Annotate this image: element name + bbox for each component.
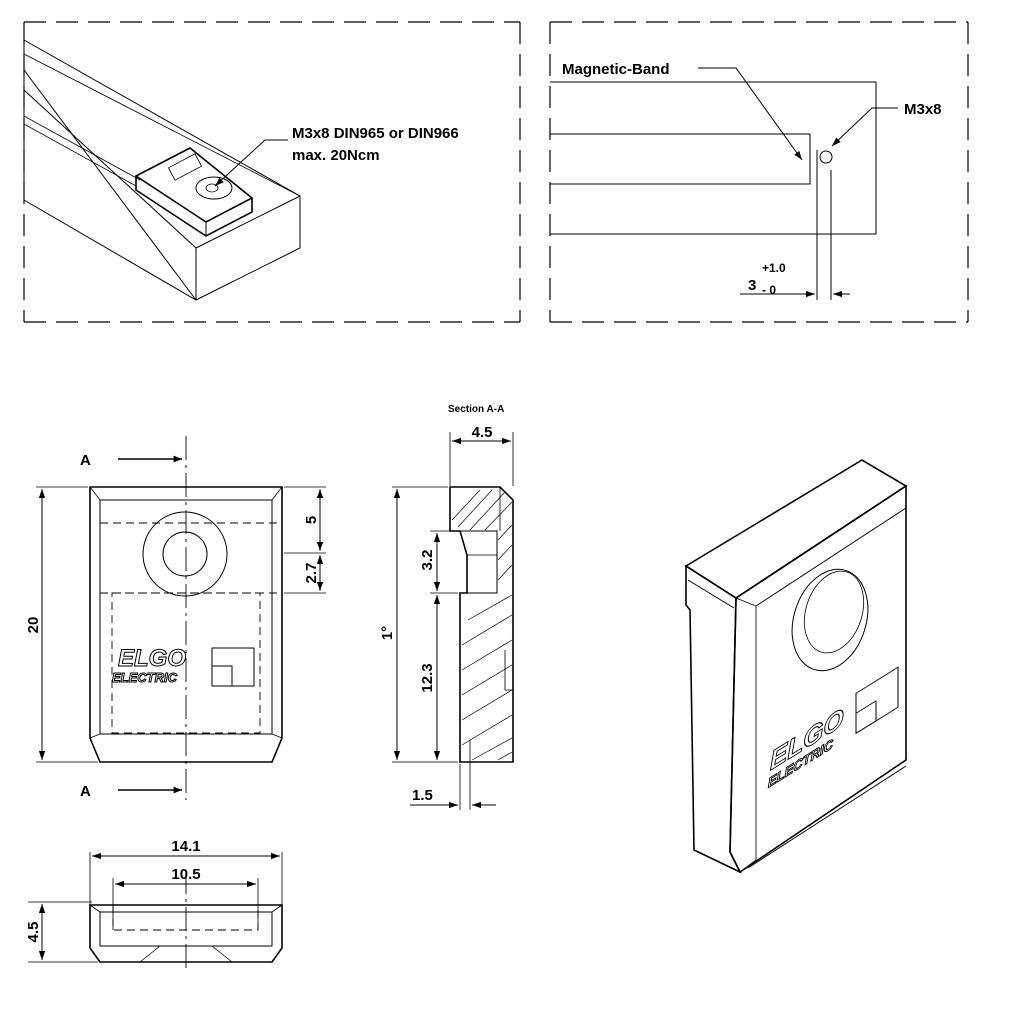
counterbore-dimension: 3.2 <box>419 550 436 571</box>
section-marker-bottom: A <box>80 783 91 800</box>
panel-frame-right <box>549 21 969 323</box>
iso-hole-inner <box>803 570 865 654</box>
gap-lower-tolerance: - 0 <box>762 283 776 297</box>
section-view: Section A-A 4.5 <box>379 404 514 810</box>
logo-word-elgo: ELGO <box>118 645 186 672</box>
hole-offset-dimension: 2.7 <box>303 563 320 584</box>
elgo-logo: ELGO ELECTRIC <box>112 645 255 687</box>
offset-dimension: 1.5 <box>412 787 433 804</box>
gap-nominal-value: 3 <box>748 277 756 294</box>
section-outline <box>449 486 514 763</box>
screw-leader-line <box>831 107 898 147</box>
hole-top-dimension: 5 <box>303 516 320 524</box>
sensor-block-drawing <box>134 147 254 237</box>
screw-note-line1: M3x8 DIN965 or DIN966 <box>292 125 459 142</box>
band-outline <box>550 81 877 235</box>
depth-dimension: 4.5 <box>25 922 42 943</box>
side-view-panel: Magnetic-Band M3x8 3 +1.0 - 0 <box>549 21 969 323</box>
iso-logo: ELGO ELECTRIC <box>768 666 899 792</box>
iso-side-face <box>685 564 742 874</box>
bottom-view: 14.1 10.5 4.5 <box>25 838 283 970</box>
screw-label: M3x8 <box>904 101 942 118</box>
section-hatching <box>451 489 513 761</box>
screw-note-line2: max. 20Ncm <box>292 147 380 164</box>
rail-drawing <box>23 39 301 301</box>
front-hole-inner <box>162 531 208 577</box>
installation-view-panel: M3x8 DIN965 or DIN966 max. 20Ncm <box>23 21 521 323</box>
band-leader-line <box>698 67 803 161</box>
front-hole-outer <box>142 511 228 597</box>
panel-frame-left <box>23 21 521 323</box>
section-title: Section A-A <box>448 404 504 415</box>
iso-hole-outer <box>791 568 869 672</box>
magnetic-band-strip <box>550 133 811 185</box>
screw-hole-circle <box>819 150 833 164</box>
section-width-dimension: 4.5 <box>472 424 493 441</box>
angle-dimension: 1° <box>379 626 396 640</box>
section-marker-top: A <box>80 452 91 469</box>
height-dimension: 20 <box>25 617 42 634</box>
gap-upper-tolerance: +1.0 <box>762 261 786 275</box>
lower-height-dimension: 12.3 <box>419 663 436 692</box>
front-view: A A ELGO ELECTRIC 20 5 2 <box>25 436 326 800</box>
logo-word-electric: ELECTRIC <box>112 670 178 685</box>
magnetic-band-label: Magnetic-Band <box>562 61 670 78</box>
outer-width-dimension: 14.1 <box>171 838 200 855</box>
isometric-view: ELGO ELECTRIC <box>684 459 908 874</box>
note-leader-line <box>214 139 288 187</box>
